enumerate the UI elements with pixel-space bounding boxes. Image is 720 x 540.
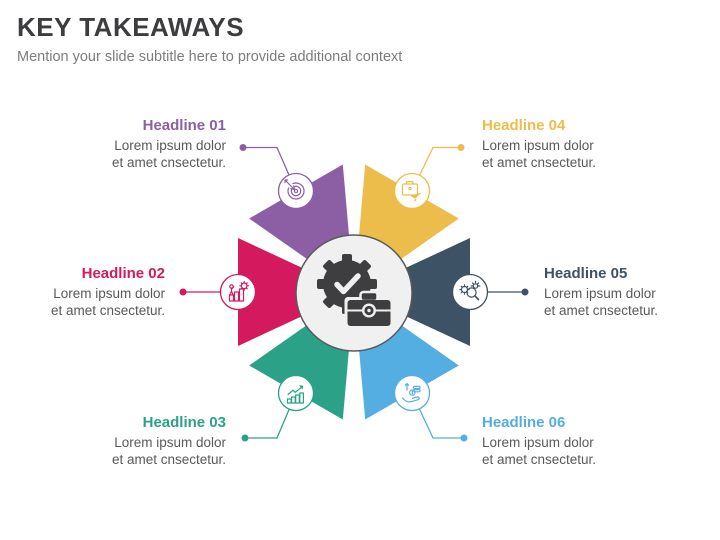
icon-circle-05	[451, 273, 489, 311]
career-growth-icon	[228, 280, 250, 302]
icon-circle-03	[277, 374, 315, 412]
gear-check-briefcase-icon	[317, 254, 394, 328]
icon-circle-01	[277, 172, 315, 210]
connector-dot-04	[457, 144, 465, 151]
headline-label-06: Headline 06	[482, 414, 566, 431]
connector-dot-02	[179, 288, 187, 296]
takeaway-item-03: Headline 03 Lorem ipsum dolor et amet cn…	[98, 414, 226, 468]
headline-body-06: Lorem ipsum dolor et amet cnsectetur.	[482, 435, 597, 467]
takeaway-item-01: Headline 01 Lorem ipsum dolor et amet cn…	[98, 117, 226, 171]
target-dart-icon	[284, 179, 305, 200]
takeaway-item-04: Headline 04 Lorem ipsum dolor et amet cn…	[482, 117, 622, 171]
icon-circle-04	[393, 172, 431, 210]
headline-label-04: Headline 04	[482, 117, 566, 134]
takeaway-item-06: Headline 06 Lorem ipsum dolor et amet cn…	[482, 414, 622, 468]
headline-body-01: Lorem ipsum dolor et amet cnsectetur.	[111, 138, 226, 170]
headline-label-01: Headline 01	[142, 117, 226, 134]
connector-dot-06	[460, 434, 468, 442]
takeaway-item-05: Headline 05 Lorem ipsum dolor et amet cn…	[544, 265, 684, 319]
headline-body-02: Lorem ipsum dolor et amet cnsectetur.	[50, 286, 165, 318]
petal-icons	[219, 172, 489, 412]
connector-dot-01	[239, 144, 247, 151]
headline-body-05: Lorem ipsum dolor et amet cnsectetur.	[544, 286, 659, 318]
page-subtitle: Mention your slide subtitle here to prov…	[17, 49, 403, 65]
gear-magnifier-bulb-icon	[459, 280, 481, 301]
briefcase-plane-icon	[401, 181, 422, 202]
page-title: KEY TAKEAWAYS	[17, 12, 245, 42]
headline-label-05: Headline 05	[544, 265, 628, 282]
headline-label-03: Headline 03	[142, 414, 226, 431]
headline-label-02: Headline 02	[81, 265, 165, 282]
headline-body-03: Lorem ipsum dolor et amet cnsectetur.	[111, 435, 226, 467]
hand-coins-icon	[401, 382, 421, 403]
connector-dot-03	[241, 434, 249, 442]
headline-body-04: Lorem ipsum dolor et amet cnsectetur.	[482, 138, 597, 170]
takeaway-item-02: Headline 02 Lorem ipsum dolor et amet cn…	[37, 265, 165, 319]
growth-chart-icon	[286, 385, 304, 404]
connector-dot-05	[521, 288, 529, 296]
